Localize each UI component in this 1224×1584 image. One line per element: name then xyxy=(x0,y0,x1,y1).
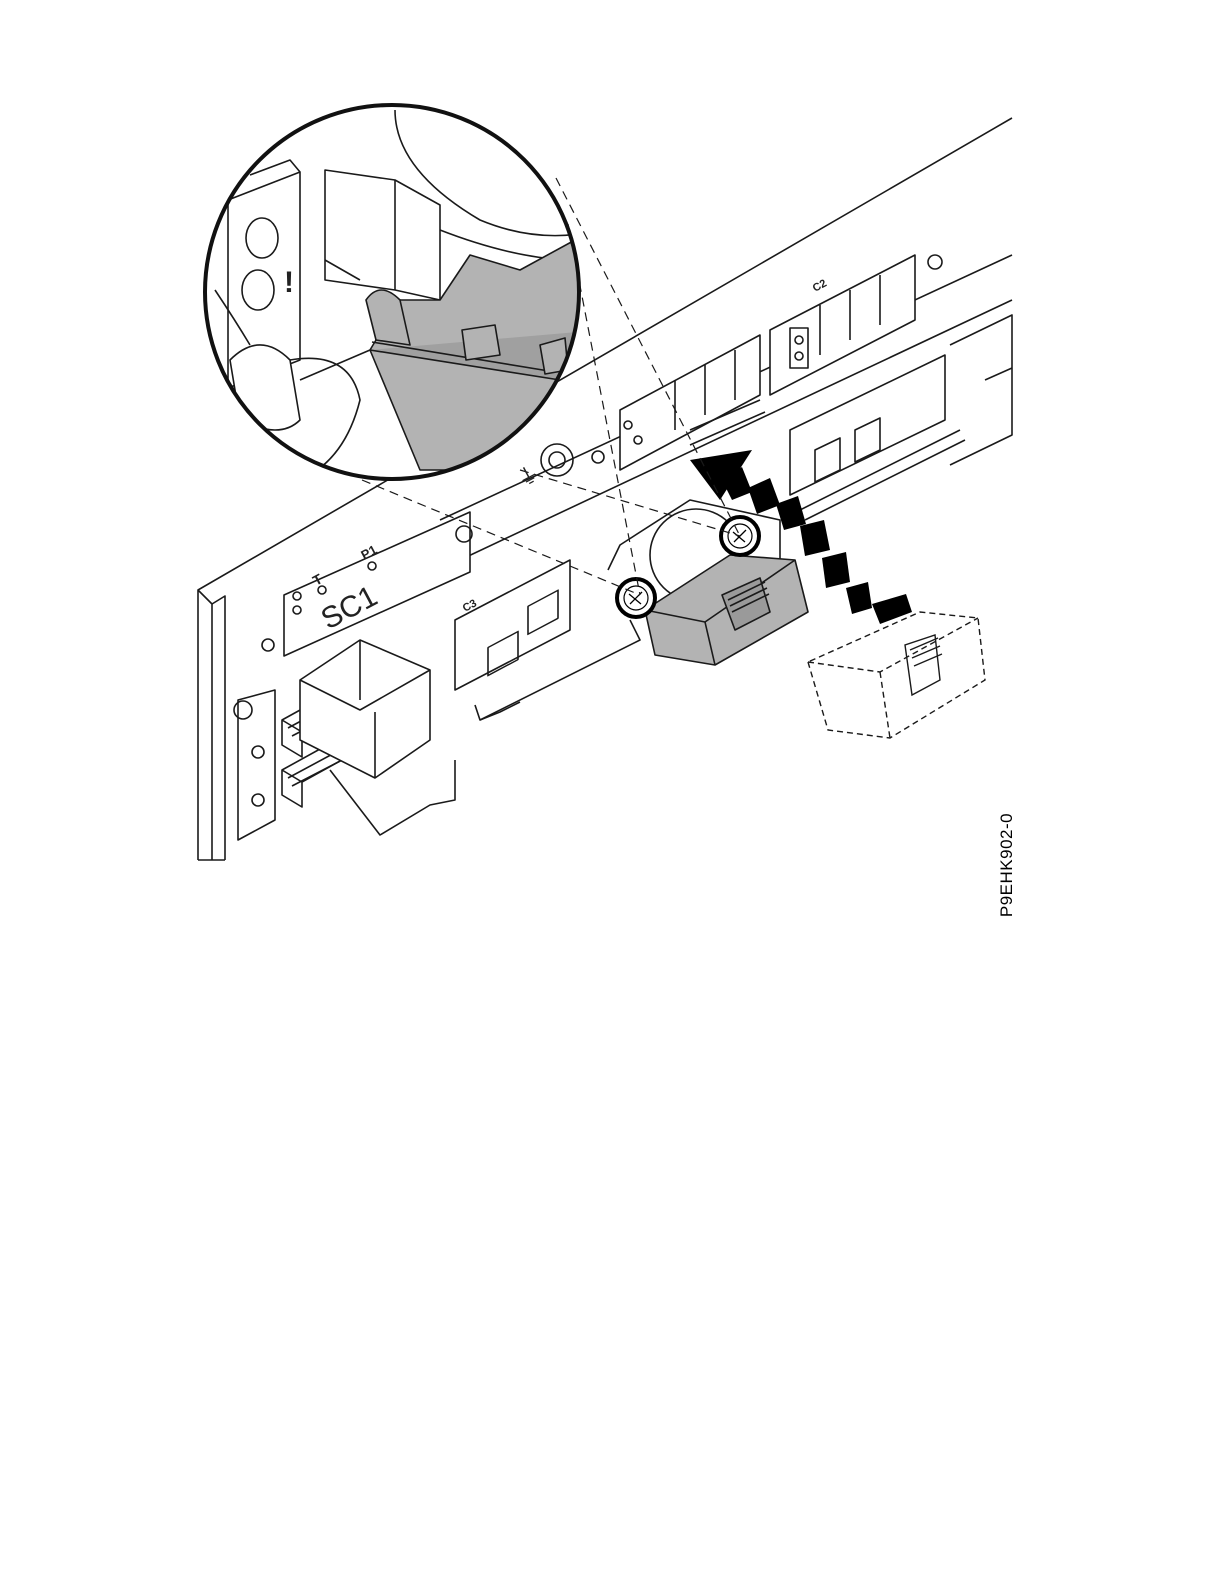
ethernet-card-c3 xyxy=(455,560,570,690)
connector-row-upper xyxy=(620,335,760,470)
port-c2-label: C2 xyxy=(811,277,829,294)
slot-label-plate xyxy=(284,512,470,656)
battery-cover-new xyxy=(808,612,985,738)
warning-symbol: ! xyxy=(284,266,294,299)
connector-row-upper-right xyxy=(770,255,915,395)
magnified-detail: ! xyxy=(205,105,600,480)
ground-symbol: ⏚ xyxy=(513,460,544,492)
alignment-marker-left xyxy=(617,579,655,617)
left-service-panel xyxy=(238,690,275,840)
ethernet-card-right xyxy=(790,355,945,495)
figure-id-label: P9EHK902-0 xyxy=(997,810,1017,920)
figure-id-text: P9EHK902-0 xyxy=(997,813,1017,917)
cable-shroud xyxy=(300,640,430,778)
